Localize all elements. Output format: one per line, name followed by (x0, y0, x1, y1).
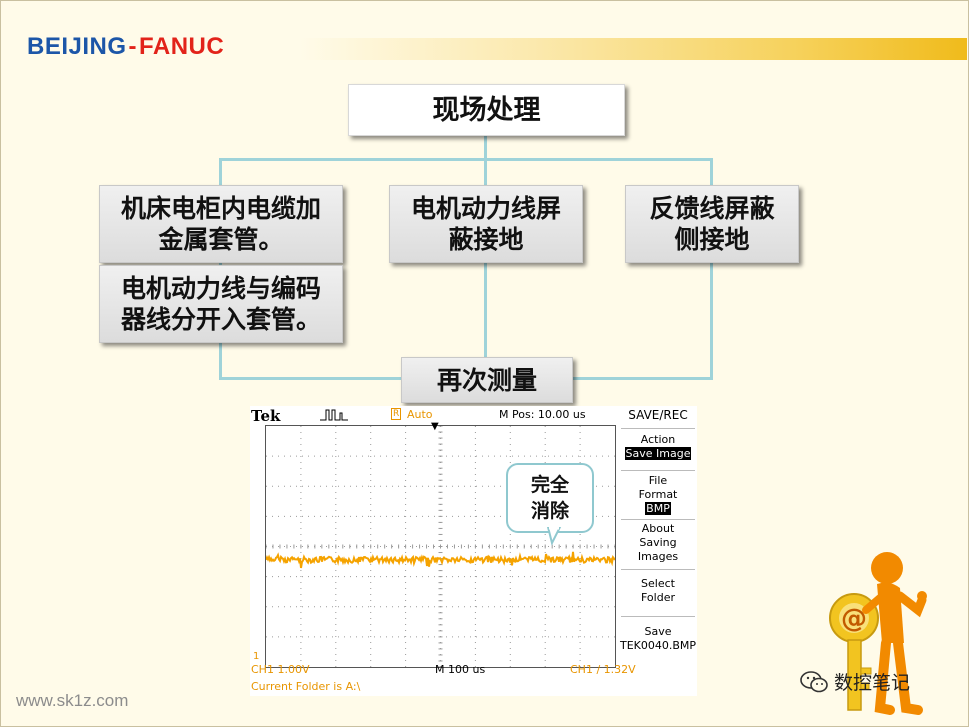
box-separate-line2: 器线分开入套管。 (121, 304, 321, 335)
box-remeasure: 再次测量 (401, 357, 573, 403)
ch1-waveform-trace (266, 552, 615, 568)
box-feedback-line2: 侧接地 (649, 224, 774, 255)
current-folder: Current Folder is A:\ (251, 680, 360, 693)
box-motor-line1: 电机动力线屏 (411, 193, 561, 224)
softkey-save[interactable]: Save TEK0040.BMP (619, 625, 697, 653)
box-motor-line2: 蔽接地 (411, 224, 561, 255)
watermark-text: 数控笔记 (834, 668, 910, 695)
footer-url: www.sk1z.com (16, 691, 128, 711)
box-motor-power-shield-ground: 电机动力线屏 蔽接地 (389, 185, 583, 263)
callout-fully-eliminated: 完全 消除 (506, 463, 594, 533)
box-feedback-shield-ground: 反馈线屏蔽 侧接地 (625, 185, 799, 263)
box-onsite-handling: 现场处理 (348, 84, 625, 136)
ch1-ground-marker: 1 (253, 651, 259, 662)
header-stripe (300, 38, 967, 60)
trigger-pulse-icon (320, 409, 348, 421)
softkey-action[interactable]: Action Save Image (619, 433, 697, 461)
mascot-with-at-key-icon: @ (822, 548, 932, 723)
box-cabinet-cable-conduit: 机床电柜内电缆加 金属套管。 (99, 185, 343, 263)
wechat-watermark: 数控笔记 (800, 668, 910, 695)
connector-top-vertical (484, 134, 487, 160)
box-feedback-line1: 反馈线屏蔽 (649, 193, 774, 224)
ch1-scale: CH1 1.00V (251, 663, 309, 676)
softkey-about-saving[interactable]: About Saving Images (619, 522, 697, 564)
box-cabinet-line2: 金属套管。 (121, 224, 321, 255)
connector-horizontal-top (219, 158, 713, 161)
m-position: M Pos: 10.00 us (499, 408, 586, 421)
callout-tail (546, 527, 566, 547)
menu-title: SAVE/REC (619, 408, 697, 422)
scope-brand: Tek (251, 407, 280, 425)
action-value: Save Image (625, 447, 692, 460)
logo-fanuc: FANUC (139, 33, 224, 60)
wechat-icon (800, 670, 828, 694)
timebase: M 100 us (435, 663, 485, 676)
box-remeasure-label: 再次测量 (437, 365, 537, 396)
trigger-readout: CH1 ∕ 1.32V (570, 663, 636, 676)
box-onsite-handling-label: 现场处理 (433, 95, 541, 126)
box-cabinet-line1: 机床电柜内电缆加 (121, 193, 321, 224)
softkey-select-folder[interactable]: Select Folder (619, 577, 697, 605)
softkey-file-format[interactable]: File Format BMP (619, 474, 697, 516)
logo-dash: - (129, 33, 138, 60)
box-separate-conduits: 电机动力线与编码 器线分开入套管。 (99, 265, 343, 343)
callout-line2: 消除 (531, 498, 569, 524)
softkey-menu: SAVE/REC Action Save Image File Format B… (619, 406, 697, 696)
logo-beijing: BEIJING (27, 33, 127, 60)
box-separate-line1: 电机动力线与编码 (121, 273, 321, 304)
file-format-value: BMP (645, 502, 671, 515)
callout-line1: 完全 (531, 472, 569, 498)
trigger-state-icon: R (391, 408, 401, 420)
beijing-fanuc-logo: BEIJING-FANUC (27, 31, 224, 63)
oscilloscope-screen: Tek R Auto M Pos: 10.00 us ▼ SAVE/REC Ac… (250, 406, 697, 696)
time-marker-icon: ▼ (431, 421, 439, 432)
trigger-mode: Auto (407, 408, 433, 421)
